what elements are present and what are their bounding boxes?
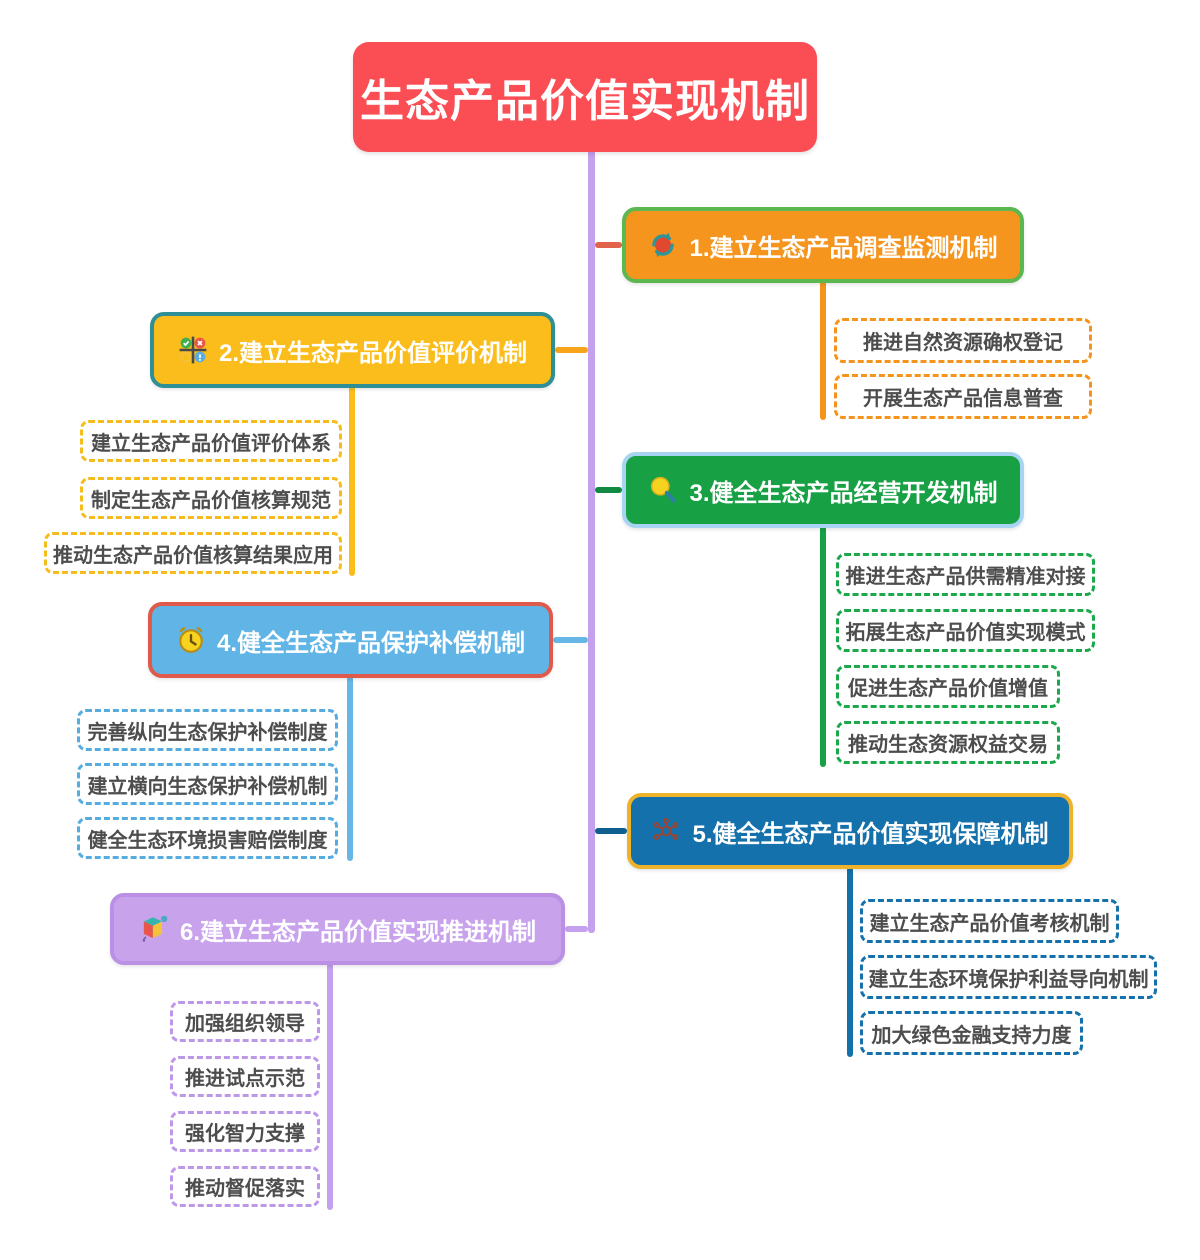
branch6-node[interactable]: 6.建立生态产品价值实现推进机制: [110, 893, 565, 965]
branch6-children-line: [327, 963, 333, 1210]
grid-status-icon: [178, 335, 208, 365]
child-label: 促进生态产品价值增值: [848, 678, 1048, 700]
branch1-label: 1.建立生态产品调查监测机制: [689, 234, 998, 262]
branch3-connector: [595, 487, 622, 493]
clock-icon: [176, 625, 206, 655]
root-label: 生态产品价值实现机制: [360, 77, 810, 126]
branch1-child-1[interactable]: 推进自然资源确权登记: [834, 318, 1092, 363]
branch5-child-2[interactable]: 建立生态环境保护利益导向机制: [860, 955, 1157, 999]
branch6-child-1[interactable]: 加强组织领导: [170, 1001, 320, 1042]
branch2-child-3[interactable]: 推动生态产品价值核算结果应用: [44, 532, 342, 574]
trunk-line: [588, 150, 595, 933]
branch2-label: 2.建立生态产品价值评价机制: [218, 339, 527, 367]
child-label: 建立生态产品价值考核机制: [869, 912, 1110, 935]
branch1-connector: [595, 242, 622, 248]
branch5-children-line: [847, 867, 853, 1057]
branch4-node[interactable]: 4.健全生态产品保护补偿机制: [148, 602, 553, 678]
branch4-child-3[interactable]: 健全生态环境损害赔偿制度: [77, 817, 338, 859]
branch6-child-3[interactable]: 强化智力支撑: [170, 1111, 320, 1152]
branch6-child-4[interactable]: 推动督促落实: [170, 1166, 320, 1207]
branch4-child-2[interactable]: 建立横向生态保护补偿机制: [77, 763, 338, 805]
branch4-connector: [553, 637, 588, 643]
child-label: 制定生态产品价值核算规范: [91, 489, 331, 512]
branch4-children-line: [347, 676, 353, 861]
branch6-child-2[interactable]: 推进试点示范: [170, 1056, 320, 1097]
branch5-child-3[interactable]: 加大绿色金融支持力度: [860, 1011, 1083, 1055]
branch1-node[interactable]: 1.建立生态产品调查监测机制: [622, 207, 1024, 283]
child-label: 推动生态资源权益交易: [848, 734, 1048, 756]
branch2-connector: [555, 347, 588, 353]
child-label: 推进试点示范: [185, 1068, 305, 1090]
child-label: 加大绿色金融支持力度: [871, 1024, 1072, 1047]
branch6-connector: [565, 926, 588, 932]
child-label: 推动督促落实: [185, 1178, 305, 1200]
child-label: 推进自然资源确权登记: [863, 332, 1063, 354]
branch3-node[interactable]: 3.健全生态产品经营开发机制: [622, 452, 1024, 528]
child-label: 强化智力支撑: [185, 1123, 305, 1145]
child-label: 建立生态产品价值评价体系: [91, 432, 331, 455]
branch5-label: 5.健全生态产品价值实现保障机制: [692, 820, 1049, 848]
child-label: 开展生态产品信息普查: [863, 388, 1063, 410]
child-label: 完善纵向生态保护补偿制度: [87, 721, 328, 744]
branch3-child-1[interactable]: 推进生态产品供需精准对接: [836, 553, 1095, 596]
branch3-label: 3.健全生态产品经营开发机制: [689, 479, 998, 507]
magnifier-icon: [648, 475, 678, 505]
branch5-connector: [595, 828, 627, 834]
cube-icon: [139, 914, 169, 944]
child-label: 健全生态环境损害赔偿制度: [87, 829, 328, 852]
branch2-node[interactable]: 2.建立生态产品价值评价机制: [150, 312, 555, 388]
branch1-children-line: [820, 281, 826, 420]
branch3-child-3[interactable]: 促进生态产品价值增值: [836, 665, 1060, 708]
network-icon: [651, 816, 681, 846]
branch2-child-1[interactable]: 建立生态产品价值评价体系: [80, 420, 342, 462]
branch4-label: 4.健全生态产品保护补偿机制: [216, 629, 525, 657]
branch3-child-2[interactable]: 拓展生态产品价值实现模式: [836, 609, 1095, 652]
branch2-child-2[interactable]: 制定生态产品价值核算规范: [80, 477, 342, 519]
child-label: 建立生态环境保护利益导向机制: [868, 968, 1149, 991]
child-label: 推进生态产品供需精准对接: [845, 566, 1086, 588]
branch3-child-4[interactable]: 推动生态资源权益交易: [836, 721, 1060, 764]
branch1-child-2[interactable]: 开展生态产品信息普查: [834, 374, 1092, 419]
child-label: 建立横向生态保护补偿机制: [87, 775, 328, 798]
child-label: 推动生态产品价值核算结果应用: [53, 544, 333, 567]
sync-icon: [648, 230, 678, 260]
branch5-node[interactable]: 5.健全生态产品价值实现保障机制: [627, 793, 1073, 869]
child-label: 加强组织领导: [185, 1013, 305, 1035]
branch2-children-line: [349, 386, 355, 576]
root-node[interactable]: 生态产品价值实现机制: [353, 42, 817, 152]
branch5-child-1[interactable]: 建立生态产品价值考核机制: [860, 899, 1119, 943]
branch4-child-1[interactable]: 完善纵向生态保护补偿制度: [77, 709, 338, 751]
child-label: 拓展生态产品价值实现模式: [845, 622, 1086, 644]
branch6-label: 6.建立生态产品价值实现推进机制: [179, 918, 536, 946]
branch3-children-line: [820, 526, 826, 767]
